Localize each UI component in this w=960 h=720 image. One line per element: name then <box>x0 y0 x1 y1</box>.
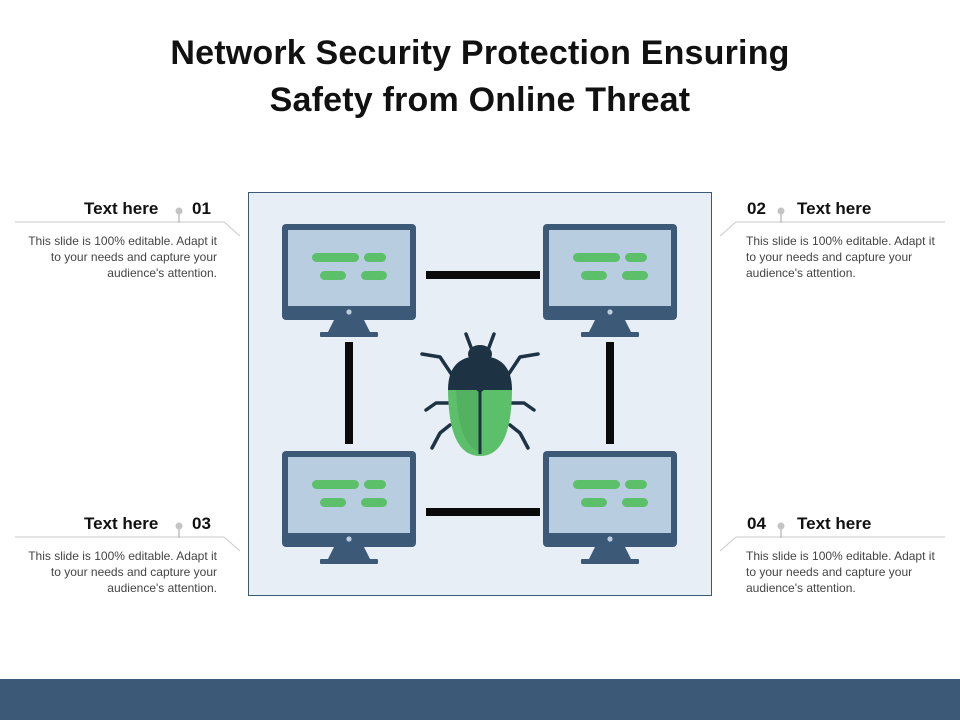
item-heading: Text here <box>84 514 159 533</box>
item-description: This slide is 100% editable. Adapt it to… <box>746 549 935 595</box>
bug-icon <box>420 332 540 456</box>
item-heading: Text here <box>84 199 159 218</box>
connector-top <box>426 271 540 279</box>
item-number: 03 <box>192 514 211 533</box>
item-header: Text here 01 <box>0 195 240 225</box>
connector-bottom <box>426 508 540 516</box>
computer-monitor-icon <box>282 224 416 337</box>
item-number: 02 <box>747 199 766 218</box>
slide-title: Network Security Protection Ensuring Saf… <box>0 30 960 124</box>
item-number: 01 <box>192 199 211 218</box>
item-number: 04 <box>747 514 766 533</box>
connector-right <box>606 342 614 444</box>
item-heading: Text here <box>797 199 872 218</box>
title-line-2: Safety from Online Threat <box>269 81 691 119</box>
item-heading: Text here <box>797 514 872 533</box>
connector-left <box>345 342 353 444</box>
computer-monitor-icon <box>543 451 677 564</box>
item-description: This slide is 100% editable. Adapt it to… <box>746 234 935 280</box>
title-line-1: Network Security Protection Ensuring <box>170 34 790 72</box>
connector-lines <box>345 271 614 516</box>
leader-lines <box>15 221 945 552</box>
computer-monitor-icon <box>543 224 677 337</box>
item-description: This slide is 100% editable. Adapt it to… <box>28 234 217 280</box>
item-header: Text here 03 <box>0 510 240 540</box>
item-description: This slide is 100% editable. Adapt it to… <box>28 549 217 595</box>
item-header: 02 Text here <box>725 195 960 225</box>
computer-monitor-icon <box>282 451 416 564</box>
leader-dots <box>175 207 785 538</box>
item-header: 04 Text here <box>725 510 960 540</box>
footer-bar <box>0 679 960 720</box>
